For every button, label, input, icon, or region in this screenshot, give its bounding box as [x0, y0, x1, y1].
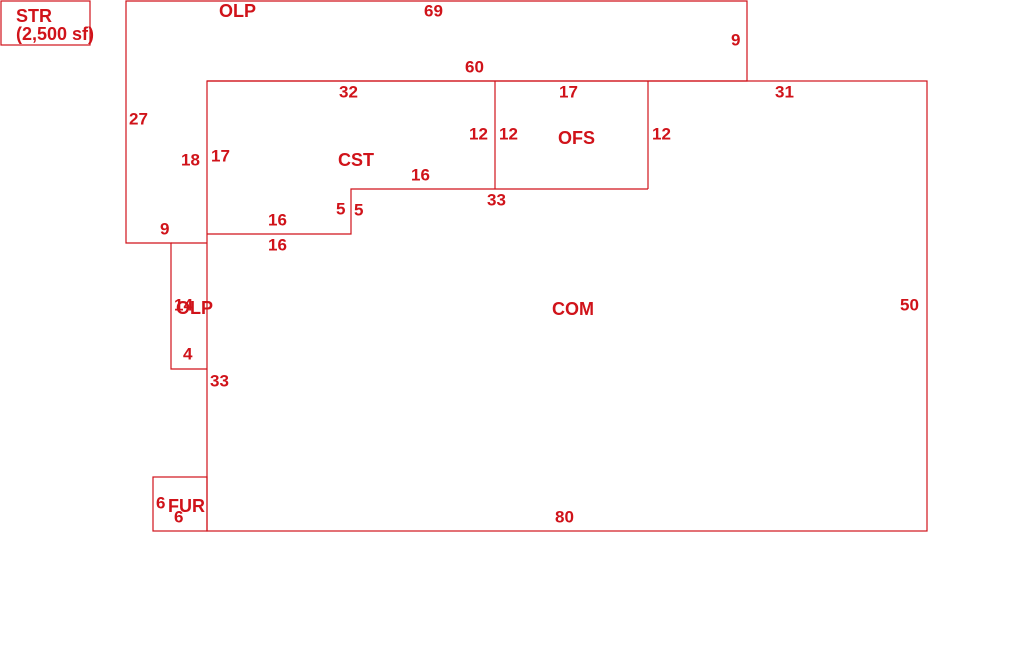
- cst-label: CST: [338, 150, 374, 170]
- dim-ofs-top: 17: [559, 82, 578, 101]
- dim-ofs-bottom: 33: [487, 190, 506, 209]
- dim-olp-top-notch: 9: [160, 219, 169, 238]
- dim-ofs-left: 12: [499, 124, 518, 143]
- dim-fur-left: 6: [156, 493, 165, 512]
- dim-com-left: 33: [210, 371, 229, 390]
- dim-cst-step-left: 5: [336, 199, 345, 218]
- com-outline: [206, 80, 928, 532]
- str-area-note: (2,500 sf): [16, 24, 94, 44]
- fur-box: [152, 476, 208, 532]
- dim-cst-top: 32: [339, 82, 358, 101]
- ofs-label: OFS: [558, 128, 595, 148]
- dim-olp-top-width: 69: [424, 1, 443, 20]
- dim-cst-step-top: 16: [411, 165, 430, 184]
- dim-cst-left: 17: [211, 146, 230, 165]
- dim-com-bottom: 80: [555, 507, 574, 526]
- olp-top-label: OLP: [219, 1, 256, 21]
- outline-lines: [0, 0, 928, 532]
- dim-olp-top-inner-left: 18: [181, 150, 200, 169]
- dim-com-step-left: 5: [354, 200, 363, 219]
- str-label: STR: [16, 6, 52, 26]
- dim-com-right: 50: [900, 295, 919, 314]
- dim-com-top: 31: [775, 82, 794, 101]
- dimension-labels: 69 9 27 60 9 18 32 17 12 16 5 16 17 12 1…: [129, 1, 919, 526]
- olp-left-label: OLP: [176, 298, 213, 318]
- dim-cst-right: 12: [469, 124, 488, 143]
- dim-olp-top-left: 27: [129, 109, 148, 128]
- olp-top-outline: [125, 0, 748, 370]
- com-label: COM: [552, 299, 594, 319]
- dim-olp-top-right: 9: [731, 30, 740, 49]
- str-box: [0, 0, 91, 46]
- cst-bottom-step: [207, 188, 648, 235]
- area-labels: STR (2,500 sf) OLP CST OFS COM OLP FUR: [16, 1, 595, 516]
- dim-cst-bottom: 16: [268, 210, 287, 229]
- dim-ofs-right: 12: [652, 124, 671, 143]
- dim-com-step-top: 16: [268, 235, 287, 254]
- dim-olp-top-inner: 60: [465, 57, 484, 76]
- fur-label: FUR: [168, 496, 205, 516]
- dim-fur-bottom: 6: [174, 507, 183, 526]
- dim-olp-left-side: 14: [174, 295, 193, 314]
- dim-olp-left-bottom: 4: [183, 344, 193, 363]
